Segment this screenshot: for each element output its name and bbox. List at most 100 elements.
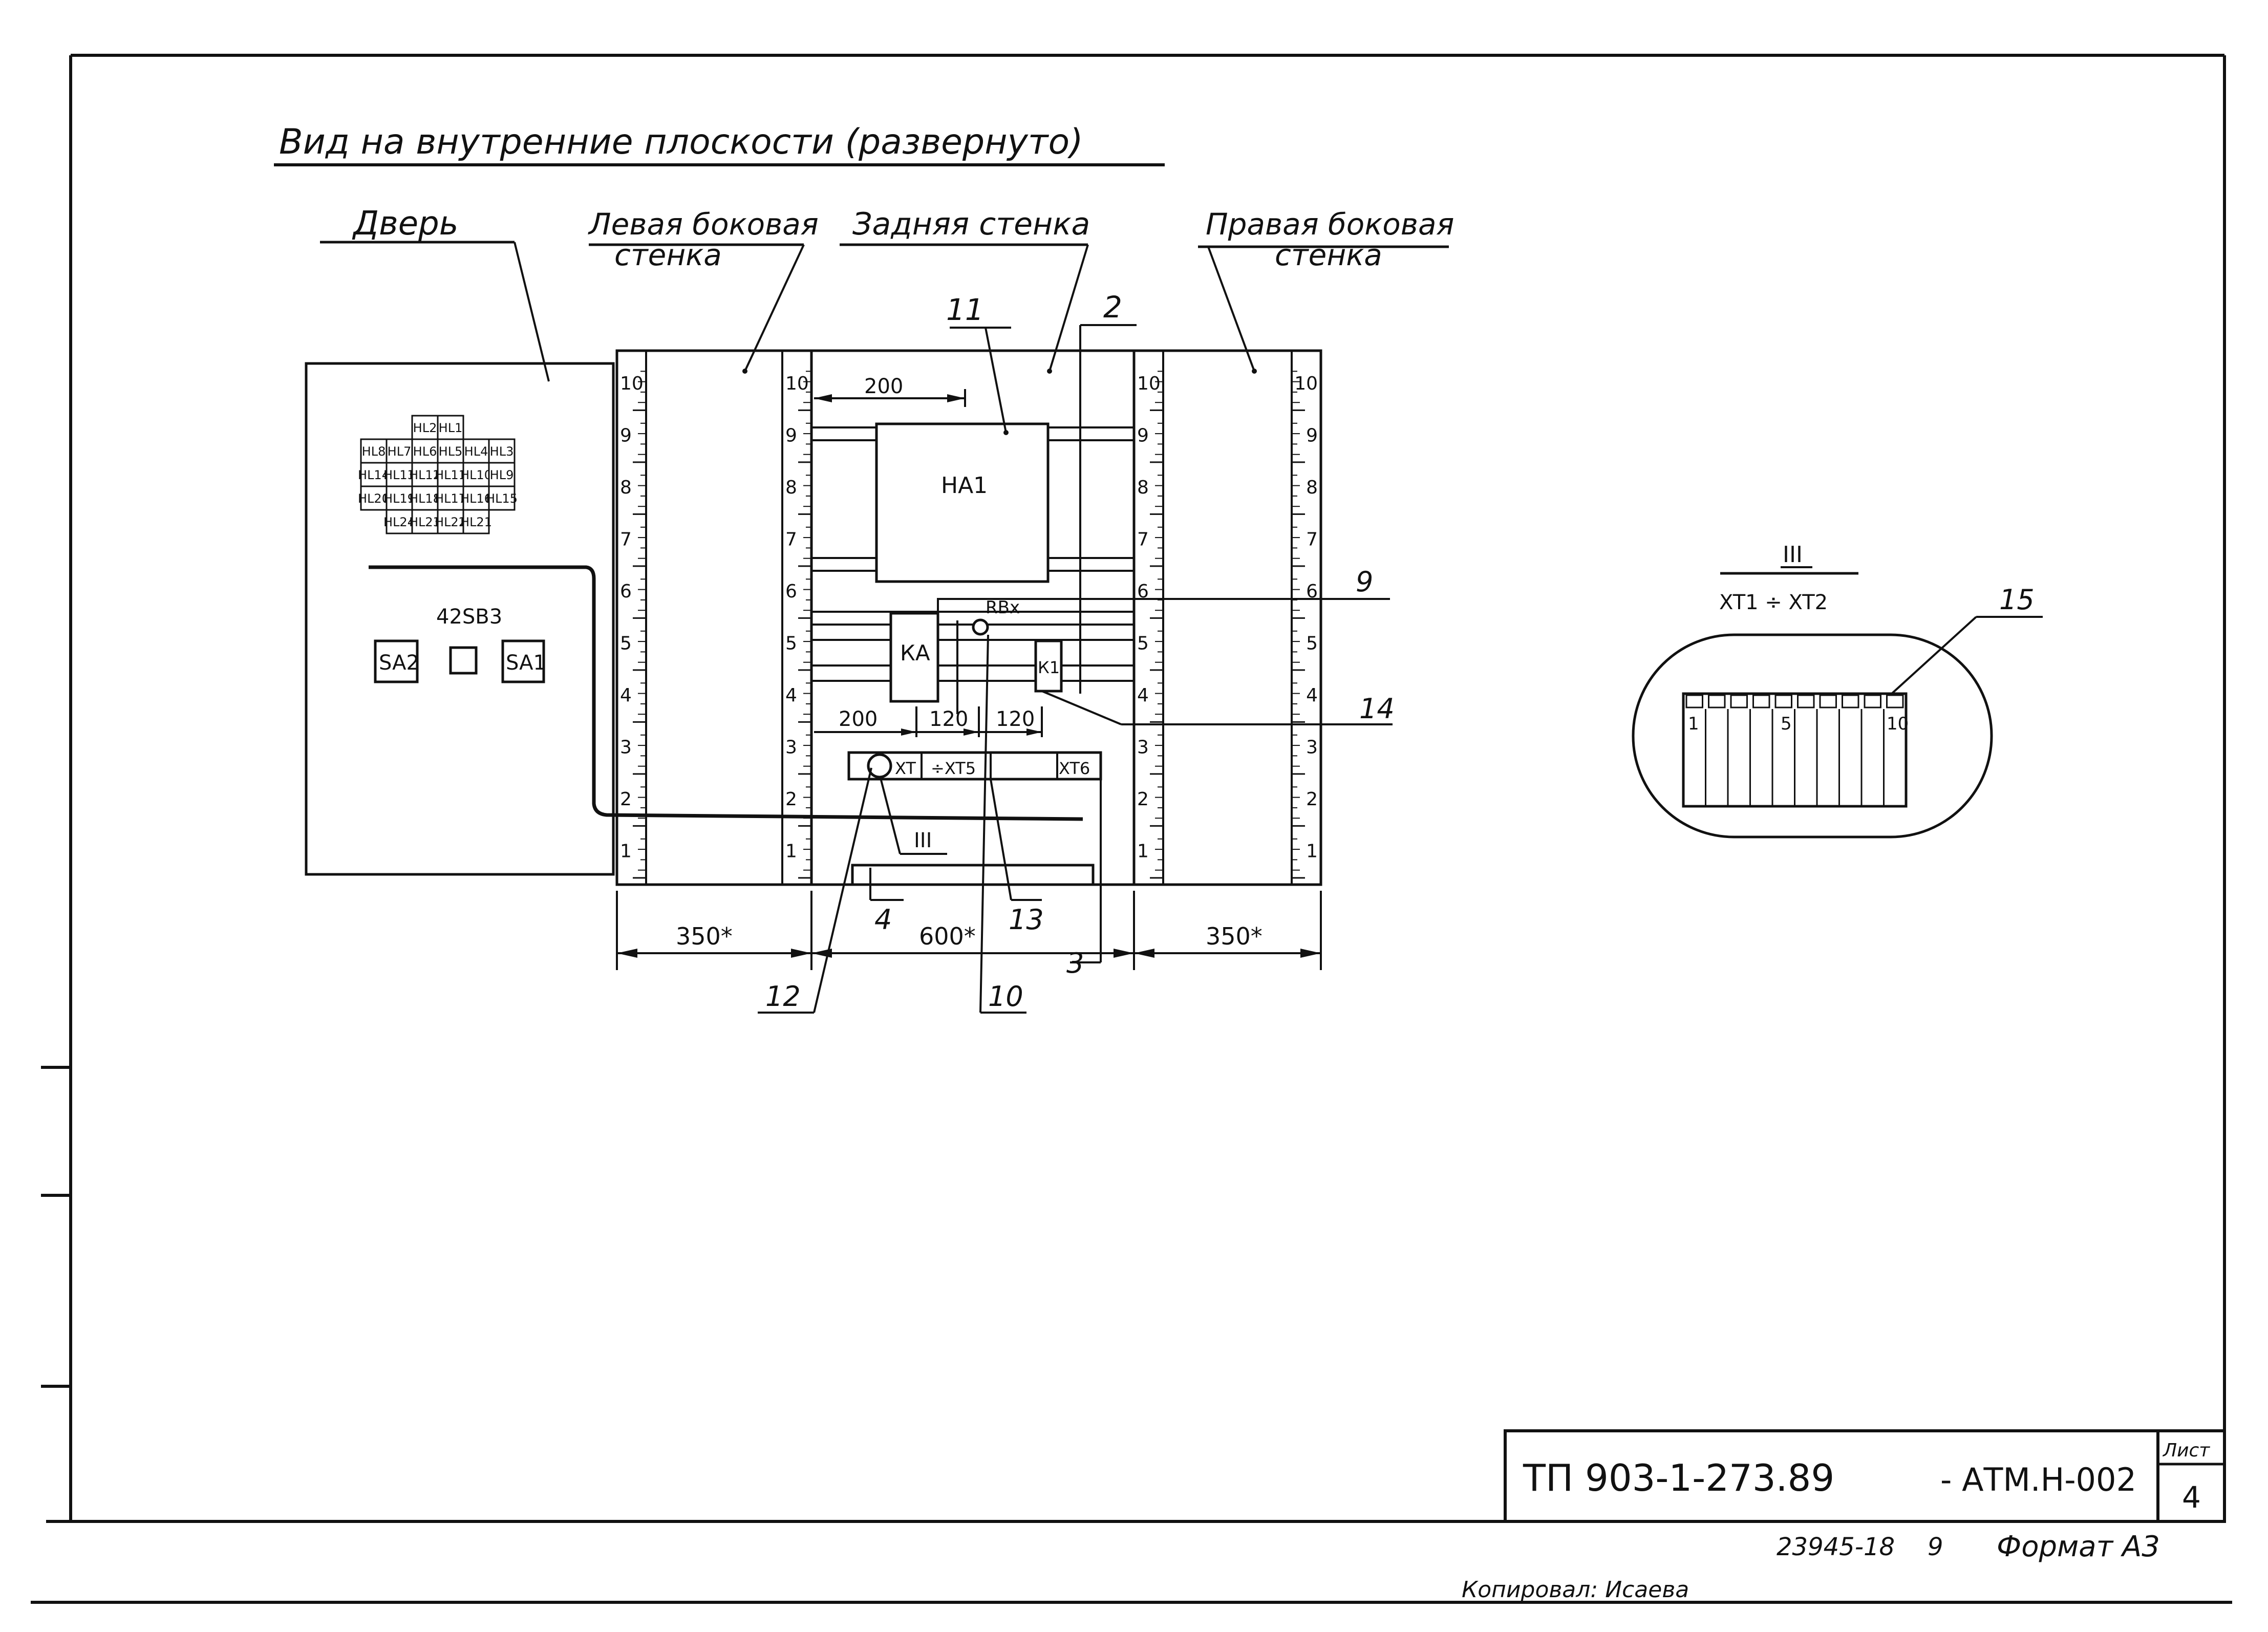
callout-12: 12: [765, 980, 801, 1013]
lamp-cell: [488, 485, 516, 511]
door-label: Дверь: [352, 205, 458, 243]
scale-mark: 7: [620, 529, 632, 550]
back-wall-leader: [1049, 244, 1089, 372]
scale-mark: 2: [1306, 789, 1318, 810]
back-wall-label: Задняя стенка: [852, 206, 1090, 242]
lamp-cell: [386, 438, 413, 464]
lamp-label: HL23: [409, 515, 441, 529]
button-42sb3-label: 42SB3: [436, 605, 502, 629]
lamp-label: HL19: [383, 491, 415, 506]
device-ha1-label: НА1: [941, 473, 988, 499]
scale-mark: 4: [1306, 685, 1318, 706]
document-code: ТП 903-1-273.89: [1523, 1456, 1834, 1499]
lamp-label: HL20: [358, 491, 390, 506]
button-42sb3: [449, 646, 478, 675]
lamp-label: HL16: [460, 491, 492, 506]
lamp-label: HL21: [460, 515, 492, 529]
detail-subtitle: XT1 ÷ XT2: [1719, 591, 1828, 614]
dim-200-low: 200: [839, 707, 878, 731]
lamp-cell: [411, 509, 439, 534]
dim-120-a: 120: [929, 707, 968, 731]
right-wall-leader: [1207, 246, 1255, 372]
detail-cell-cap: [1730, 694, 1748, 708]
detail-cell-cap: [1886, 694, 1904, 708]
lamp-label: HL17: [435, 491, 466, 506]
device-rbx: [972, 618, 989, 636]
width-right-wall: 350*: [1206, 922, 1263, 950]
callout-3: 3: [1066, 947, 1084, 979]
detail-cell-cap: [1842, 694, 1859, 708]
document-suffix: - АТМ.Н-002: [1940, 1461, 2136, 1498]
dim-120-b: 120: [996, 707, 1035, 731]
scale-mark: 5: [1137, 633, 1149, 654]
lamp-cell: [488, 438, 516, 464]
scale-mark: 5: [785, 633, 797, 654]
device-k1-label: К1: [1038, 658, 1060, 677]
callout-14: 14: [1359, 693, 1395, 725]
scale-mark: 4: [620, 685, 632, 706]
sheet-label: Лист: [2162, 1440, 2210, 1461]
detail-cell-cap: [1797, 694, 1815, 708]
scale-mark: 3: [620, 737, 632, 758]
detail-cell-1: 1: [1688, 714, 1699, 734]
scale-mark: 5: [620, 633, 632, 654]
scale-mark: 9: [620, 425, 632, 446]
detail-callout-15: 15: [1999, 584, 2035, 616]
callout-4: 4: [874, 904, 892, 936]
detail-cell-cap: [1752, 694, 1770, 708]
left-wall-label-1: Левая боковая: [588, 207, 819, 242]
format-label: Формат А3: [1997, 1530, 2160, 1563]
lamp-label: HL12: [409, 468, 441, 482]
lamp-label: HL22: [435, 515, 466, 529]
scale-mark: 1: [785, 841, 797, 862]
scale-mark: 6: [1306, 581, 1318, 602]
lamp-label: HL1: [439, 421, 463, 435]
lamp-label: HL14: [358, 468, 390, 482]
callout-2: 2: [1103, 290, 1122, 325]
door-leader: [513, 242, 550, 382]
scale-mark: 8: [1137, 477, 1149, 498]
lamp-label: HL4: [464, 444, 488, 459]
drawing-title: Вид на внутренние плоскости (развернуто): [279, 122, 1083, 162]
lamp-label: HL8: [362, 444, 386, 459]
device-ka-label: КА: [900, 640, 930, 665]
title-block: ТП 903-1-273.89 - АТМ.Н-002 Лист 4: [1504, 1429, 2226, 1523]
detail-cell-cap: [1708, 694, 1726, 708]
callout-10: 10: [988, 980, 1023, 1013]
sheet-number: 4: [2182, 1480, 2201, 1515]
callout-9: 9: [1356, 566, 1373, 598]
scale-mark: 6: [785, 581, 797, 602]
callout-iii: III: [914, 829, 932, 852]
callouts: [758, 324, 1393, 1014]
lamp-label: HL6: [413, 444, 437, 459]
scale-mark: 10: [1294, 373, 1318, 394]
detail-cell-cap: [1685, 694, 1703, 708]
scale-mark: 1: [620, 841, 632, 862]
lamp-label: HL24: [383, 515, 415, 529]
dimension-arrows: [617, 949, 1321, 958]
detail-cell-cap: [1774, 694, 1792, 708]
callout-13: 13: [1009, 904, 1044, 936]
device-rbx-label: RBx: [986, 597, 1020, 618]
width-left-wall: 350*: [676, 922, 733, 950]
scale-mark: 1: [1137, 841, 1149, 862]
lamp-cell: [386, 462, 413, 487]
scale-mark: 9: [1306, 425, 1318, 446]
switch-sa2: [374, 639, 419, 683]
lamp-cell: [437, 438, 464, 464]
lamp-cell: [411, 438, 439, 464]
terminal-marker: [867, 753, 892, 779]
left-wall-label-2: стенка: [614, 238, 722, 272]
scale-mark: 10: [620, 373, 644, 394]
lamp-cell: [488, 462, 516, 487]
scale-mark: 8: [620, 477, 632, 498]
scale-mark: 3: [785, 737, 797, 758]
scale-mark: 7: [785, 529, 797, 550]
lamp-label: HL9: [490, 468, 514, 482]
lamp-label: HL15: [486, 491, 518, 506]
lamp-cell: [462, 509, 490, 534]
lamp-cell: [437, 509, 464, 534]
